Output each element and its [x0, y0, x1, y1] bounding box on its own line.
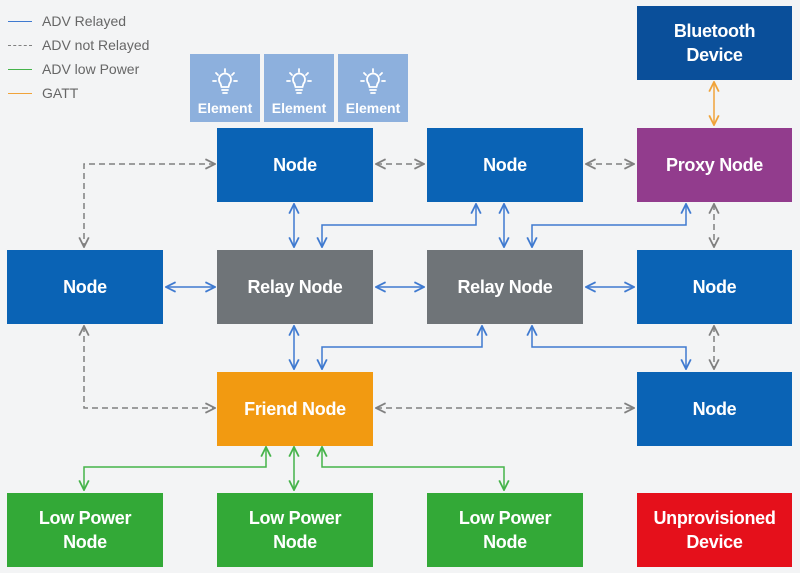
link-friend-low-power3 [322, 447, 504, 490]
lightbulb-icon [286, 68, 312, 94]
legend-item: GATT [8, 81, 149, 105]
adv-low-power-lines [84, 447, 504, 490]
legend-swatch-relayed [8, 20, 32, 22]
element-label: Element [345, 100, 401, 116]
legend-item: ADV Relayed [8, 9, 149, 33]
proxy-node: Proxy Node [637, 128, 792, 202]
legend: ADV Relayed ADV not Relayed ADV low Powe… [8, 9, 149, 105]
lightbulb-icon [212, 68, 238, 94]
low-power-node-3: Low Power Node [427, 493, 583, 567]
legend-item: ADV low Power [8, 57, 149, 81]
node-top-1: Node [217, 128, 373, 202]
legend-item: ADV not Relayed [8, 33, 149, 57]
element-box: Element [338, 54, 408, 122]
friend-node: Friend Node [217, 372, 373, 446]
legend-label: ADV not Relayed [42, 37, 150, 53]
link-relay2-node-right-lower [532, 326, 686, 369]
lightbulb-icon [360, 68, 386, 94]
legend-swatch-low-power [8, 68, 32, 70]
legend-label: ADV low Power [42, 61, 140, 77]
link-friend-relay2 [322, 326, 482, 369]
link-relay2-proxy [532, 204, 686, 247]
low-power-node-1: Low Power Node [7, 493, 163, 567]
legend-swatch-gatt [8, 92, 32, 94]
element-label: Element [271, 100, 327, 116]
legend-swatch-not-relayed [8, 44, 32, 46]
element-box: Element [264, 54, 334, 122]
legend-label: GATT [42, 85, 79, 101]
relay-node-2: Relay Node [427, 250, 583, 324]
link-node-top1-node-left [84, 164, 215, 247]
link-friend-low-power1 [84, 447, 266, 490]
link-relay1-node-top2 [322, 204, 476, 247]
relay-node-1: Relay Node [217, 250, 373, 324]
node-right: Node [637, 250, 792, 324]
element-label: Element [197, 100, 253, 116]
adv-relayed-lines [166, 204, 686, 369]
bluetooth-device-node: Bluetooth Device [637, 6, 792, 80]
node-left: Node [7, 250, 163, 324]
node-right-lower: Node [637, 372, 792, 446]
element-box: Element [190, 54, 260, 122]
adv-not-relayed-lines [84, 164, 714, 408]
unprovisioned-device: Unprovisioned Device [637, 493, 792, 567]
low-power-node-2: Low Power Node [217, 493, 373, 567]
link-node-left-friend [84, 326, 215, 408]
node-top-2: Node [427, 128, 583, 202]
legend-label: ADV Relayed [42, 13, 127, 29]
